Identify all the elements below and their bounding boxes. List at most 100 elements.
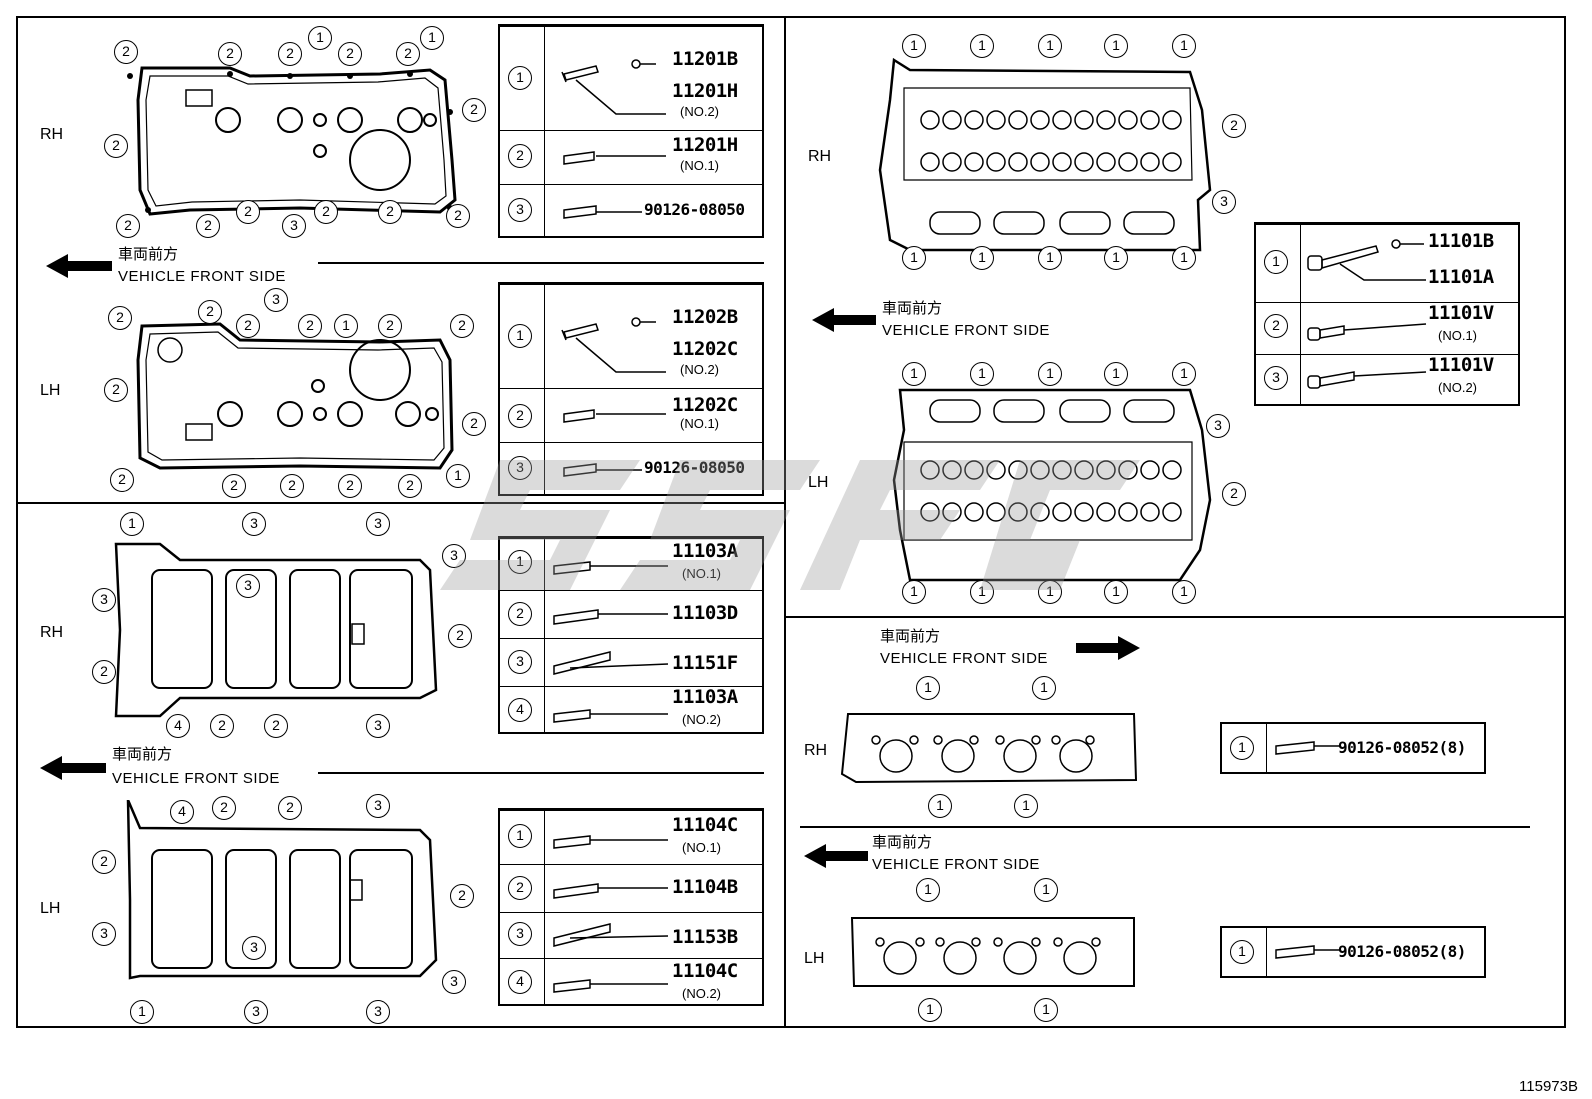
- part-number: 11151F: [672, 652, 738, 674]
- part-number: 90126-08052(8): [1338, 738, 1466, 757]
- part-note: (NO.2): [682, 712, 721, 727]
- legend-num: 3: [508, 650, 532, 674]
- right-panel-divider: [784, 616, 1566, 618]
- part-number: 90126-08050: [644, 200, 745, 219]
- part-note: (NO.1): [682, 566, 721, 581]
- callout-3: 3: [242, 512, 266, 536]
- callout-2: 2: [398, 474, 422, 498]
- callout-2: 2: [198, 300, 222, 324]
- part-number: 11101V: [1428, 302, 1494, 324]
- callout-2: 2: [196, 214, 220, 238]
- front-side-en: VEHICLE FRONT SIDE: [112, 770, 280, 787]
- callout-1: 1: [916, 676, 940, 700]
- part-number: 11201B: [672, 48, 738, 70]
- callout-1: 1: [1038, 362, 1062, 386]
- legend-valve-cover-lh: [498, 282, 764, 496]
- part-number: 11104B: [672, 876, 738, 898]
- callout-3: 3: [366, 714, 390, 738]
- callout-2: 2: [396, 42, 420, 66]
- callout-2: 2: [222, 474, 246, 498]
- part-number: 90126-08052(8): [1338, 942, 1466, 961]
- callout-1: 1: [902, 362, 926, 386]
- callout-1: 1: [970, 580, 994, 604]
- callout-1: 1: [1038, 34, 1062, 58]
- callout-1: 1: [916, 878, 940, 902]
- legend-num: 1: [508, 824, 532, 848]
- front-arrow-icon: [804, 844, 868, 868]
- callout-3: 3: [366, 794, 390, 818]
- callout-1: 1: [1014, 794, 1038, 818]
- callout-3: 3: [242, 936, 266, 960]
- callout-1: 1: [1172, 34, 1196, 58]
- part-number: 11201H: [672, 80, 738, 102]
- part-number: 11201H: [672, 134, 738, 156]
- callout-2: 2: [448, 624, 472, 648]
- front-side-jp: 車両前方: [880, 627, 941, 645]
- legend-num: 3: [508, 198, 532, 222]
- part-number: 11202C: [672, 394, 738, 416]
- callout-1: 1: [1104, 246, 1128, 270]
- exhaust-head-rh-drawing: [840, 713, 1138, 784]
- callout-2: 2: [116, 214, 140, 238]
- part-number: 11103A: [672, 686, 738, 708]
- legend-num: 1: [508, 324, 532, 348]
- bolt-icon: [1307, 239, 1427, 389]
- part-note: (NO.2): [682, 986, 721, 1001]
- callout-1: 1: [420, 26, 444, 50]
- legend-cam-housing-rh: [498, 536, 764, 734]
- front-side-en: VEHICLE FRONT SIDE: [880, 650, 1048, 667]
- callout-2: 2: [450, 314, 474, 338]
- legend-num: 1: [508, 66, 532, 90]
- part-number: 11101A: [1428, 266, 1494, 288]
- callout-2: 2: [104, 134, 128, 158]
- callout-1: 1: [902, 34, 926, 58]
- callout-2: 2: [446, 204, 470, 228]
- front-side-en: VEHICLE FRONT SIDE: [872, 856, 1040, 873]
- callout-2: 2: [1222, 114, 1246, 138]
- callout-2: 2: [218, 42, 242, 66]
- valve-cover-lh-drawing: [136, 322, 454, 470]
- callout-2: 2: [462, 98, 486, 122]
- callout-1: 1: [1104, 362, 1128, 386]
- legend-num: 1: [508, 550, 532, 574]
- front-side-en: VEHICLE FRONT SIDE: [882, 322, 1050, 339]
- exhaust-lh-label: LH: [804, 950, 825, 967]
- legend-num: 3: [508, 456, 532, 480]
- callout-1: 1: [1172, 362, 1196, 386]
- callout-2: 2: [92, 660, 116, 684]
- callout-1: 1: [918, 998, 942, 1022]
- legend-exhaust-lh: [1220, 926, 1486, 978]
- legend-num: 1: [1264, 250, 1288, 274]
- part-number: 11202C: [672, 338, 738, 360]
- part-note: (NO.1): [680, 158, 719, 173]
- valve-cover-rh-label: RH: [40, 126, 64, 143]
- callout-2: 2: [378, 314, 402, 338]
- part-note: (NO.2): [680, 362, 719, 377]
- cam-housing-lh-label: LH: [40, 900, 61, 917]
- callout-2: 2: [280, 474, 304, 498]
- callout-1: 1: [1104, 34, 1128, 58]
- front-side-en: VEHICLE FRONT SIDE: [118, 268, 286, 285]
- exhaust-rh-label: RH: [804, 742, 828, 759]
- callout-1: 1: [120, 512, 144, 536]
- callout-3: 3: [366, 512, 390, 536]
- stud-icon: [1275, 945, 1340, 959]
- legend-num: 2: [508, 602, 532, 626]
- cam-housing-rh-drawing: [114, 542, 438, 718]
- callout-1: 1: [1034, 998, 1058, 1022]
- part-note: (NO.1): [682, 840, 721, 855]
- callout-1: 1: [1172, 246, 1196, 270]
- callout-1: 1: [446, 464, 470, 488]
- callout-2: 2: [338, 474, 362, 498]
- front-side-jp: 車両前方: [882, 299, 943, 317]
- legend-num: 1: [1230, 736, 1254, 760]
- cylinder-head-rh-drawing: [878, 57, 1212, 252]
- legend-num: 1: [1230, 940, 1254, 964]
- callout-1: 1: [1034, 878, 1058, 902]
- callout-1: 1: [1172, 580, 1196, 604]
- callout-3: 3: [1212, 190, 1236, 214]
- callout-2: 2: [450, 884, 474, 908]
- legend-num: 3: [1264, 366, 1288, 390]
- callout-2: 2: [1222, 482, 1246, 506]
- part-note: (NO.2): [680, 104, 719, 119]
